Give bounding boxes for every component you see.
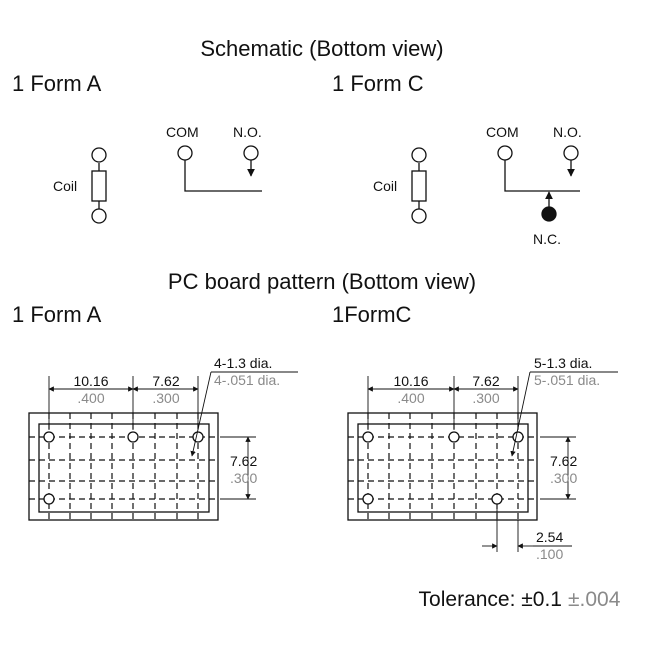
coil-symbol (411, 147, 427, 224)
coil-terminal-top (411, 147, 427, 163)
width-in: .400 (397, 390, 424, 406)
height-in: .300 (550, 470, 577, 486)
holes (43, 431, 204, 505)
grid-lines (348, 413, 537, 520)
contact-line (184, 160, 262, 192)
pcb-hole (192, 431, 204, 443)
pitch-in: .300 (152, 390, 179, 406)
hole-mm: 5-1.3 dia. (534, 355, 592, 371)
relay-outline (357, 423, 529, 513)
pcb-form-a-title: 1 Form A (12, 302, 102, 327)
com-label: COM (166, 124, 199, 140)
pcb-hole (127, 431, 139, 443)
pcb-hole (448, 431, 460, 443)
pitch-mm: 7.62 (472, 373, 499, 389)
pitch-mm: 7.62 (152, 373, 179, 389)
nc-terminal (541, 206, 557, 222)
pcb-hole (362, 431, 374, 443)
relay-outline (38, 423, 210, 513)
no-label: N.O. (553, 124, 582, 140)
com-label: COM (486, 124, 519, 140)
pitch-in: .300 (472, 390, 499, 406)
coil-terminal-bottom (411, 208, 427, 224)
pcb-form-c-title: 1FormC (332, 302, 412, 327)
holes (362, 431, 524, 505)
no-terminal (563, 145, 579, 161)
board-outline (28, 412, 219, 521)
hole-leader (190, 371, 212, 457)
coil-label: Coil (53, 178, 77, 194)
coil-terminal-top (91, 147, 107, 163)
com-terminal (177, 145, 193, 161)
com-terminal (497, 145, 513, 161)
grid-lines (29, 413, 218, 520)
pcb-hole (362, 493, 374, 505)
nc-label: N.C. (533, 231, 561, 247)
coil-label: Coil (373, 178, 397, 194)
schematic-form-a: Coil COM N.O. (53, 124, 262, 224)
no-terminal (243, 145, 259, 161)
tolerance-label: Tolerance: ±0.1 (419, 588, 562, 611)
board-outline (347, 412, 538, 521)
offset-in: .100 (536, 546, 563, 562)
schematic-form-c-title: 1 Form C (332, 71, 424, 96)
contact-line (504, 160, 580, 192)
pcb-hole (512, 431, 524, 443)
hole-mm: 4-1.3 dia. (214, 355, 272, 371)
pcb-title: PC board pattern (Bottom view) (168, 269, 476, 294)
height-mm: 7.62 (230, 453, 257, 469)
width-mm: 10.16 (393, 373, 428, 389)
coil-terminal-bottom (91, 208, 107, 224)
pcb-form-c: 10.16 .400 7.62 .300 5-1.3 dia. 5-.051 d… (347, 355, 618, 562)
coil-symbol (91, 147, 107, 224)
hole-in: 5-.051 dia. (534, 372, 600, 388)
pcb-hole (491, 493, 503, 505)
width-mm: 10.16 (73, 373, 108, 389)
pcb-hole (43, 431, 55, 443)
offset-mm: 2.54 (536, 529, 563, 545)
hole-leader (510, 371, 531, 457)
schematic-title: Schematic (Bottom view) (200, 36, 443, 61)
pcb-hole (43, 493, 55, 505)
hole-in: 4-.051 dia. (214, 372, 280, 388)
schematic-form-c: Coil COM N.O. N.C. (373, 124, 582, 247)
tolerance-note: Tolerance: ±0.1 ±.004 (419, 588, 621, 611)
width-in: .400 (77, 390, 104, 406)
no-label: N.O. (233, 124, 262, 140)
pcb-form-a: 10.16 .400 7.62 .300 4-1.3 dia. 4-.051 d… (28, 355, 298, 521)
tolerance-inch: ±.004 (568, 588, 621, 611)
schematic-form-a-title: 1 Form A (12, 71, 102, 96)
height-in: .300 (230, 470, 257, 486)
height-mm: 7.62 (550, 453, 577, 469)
